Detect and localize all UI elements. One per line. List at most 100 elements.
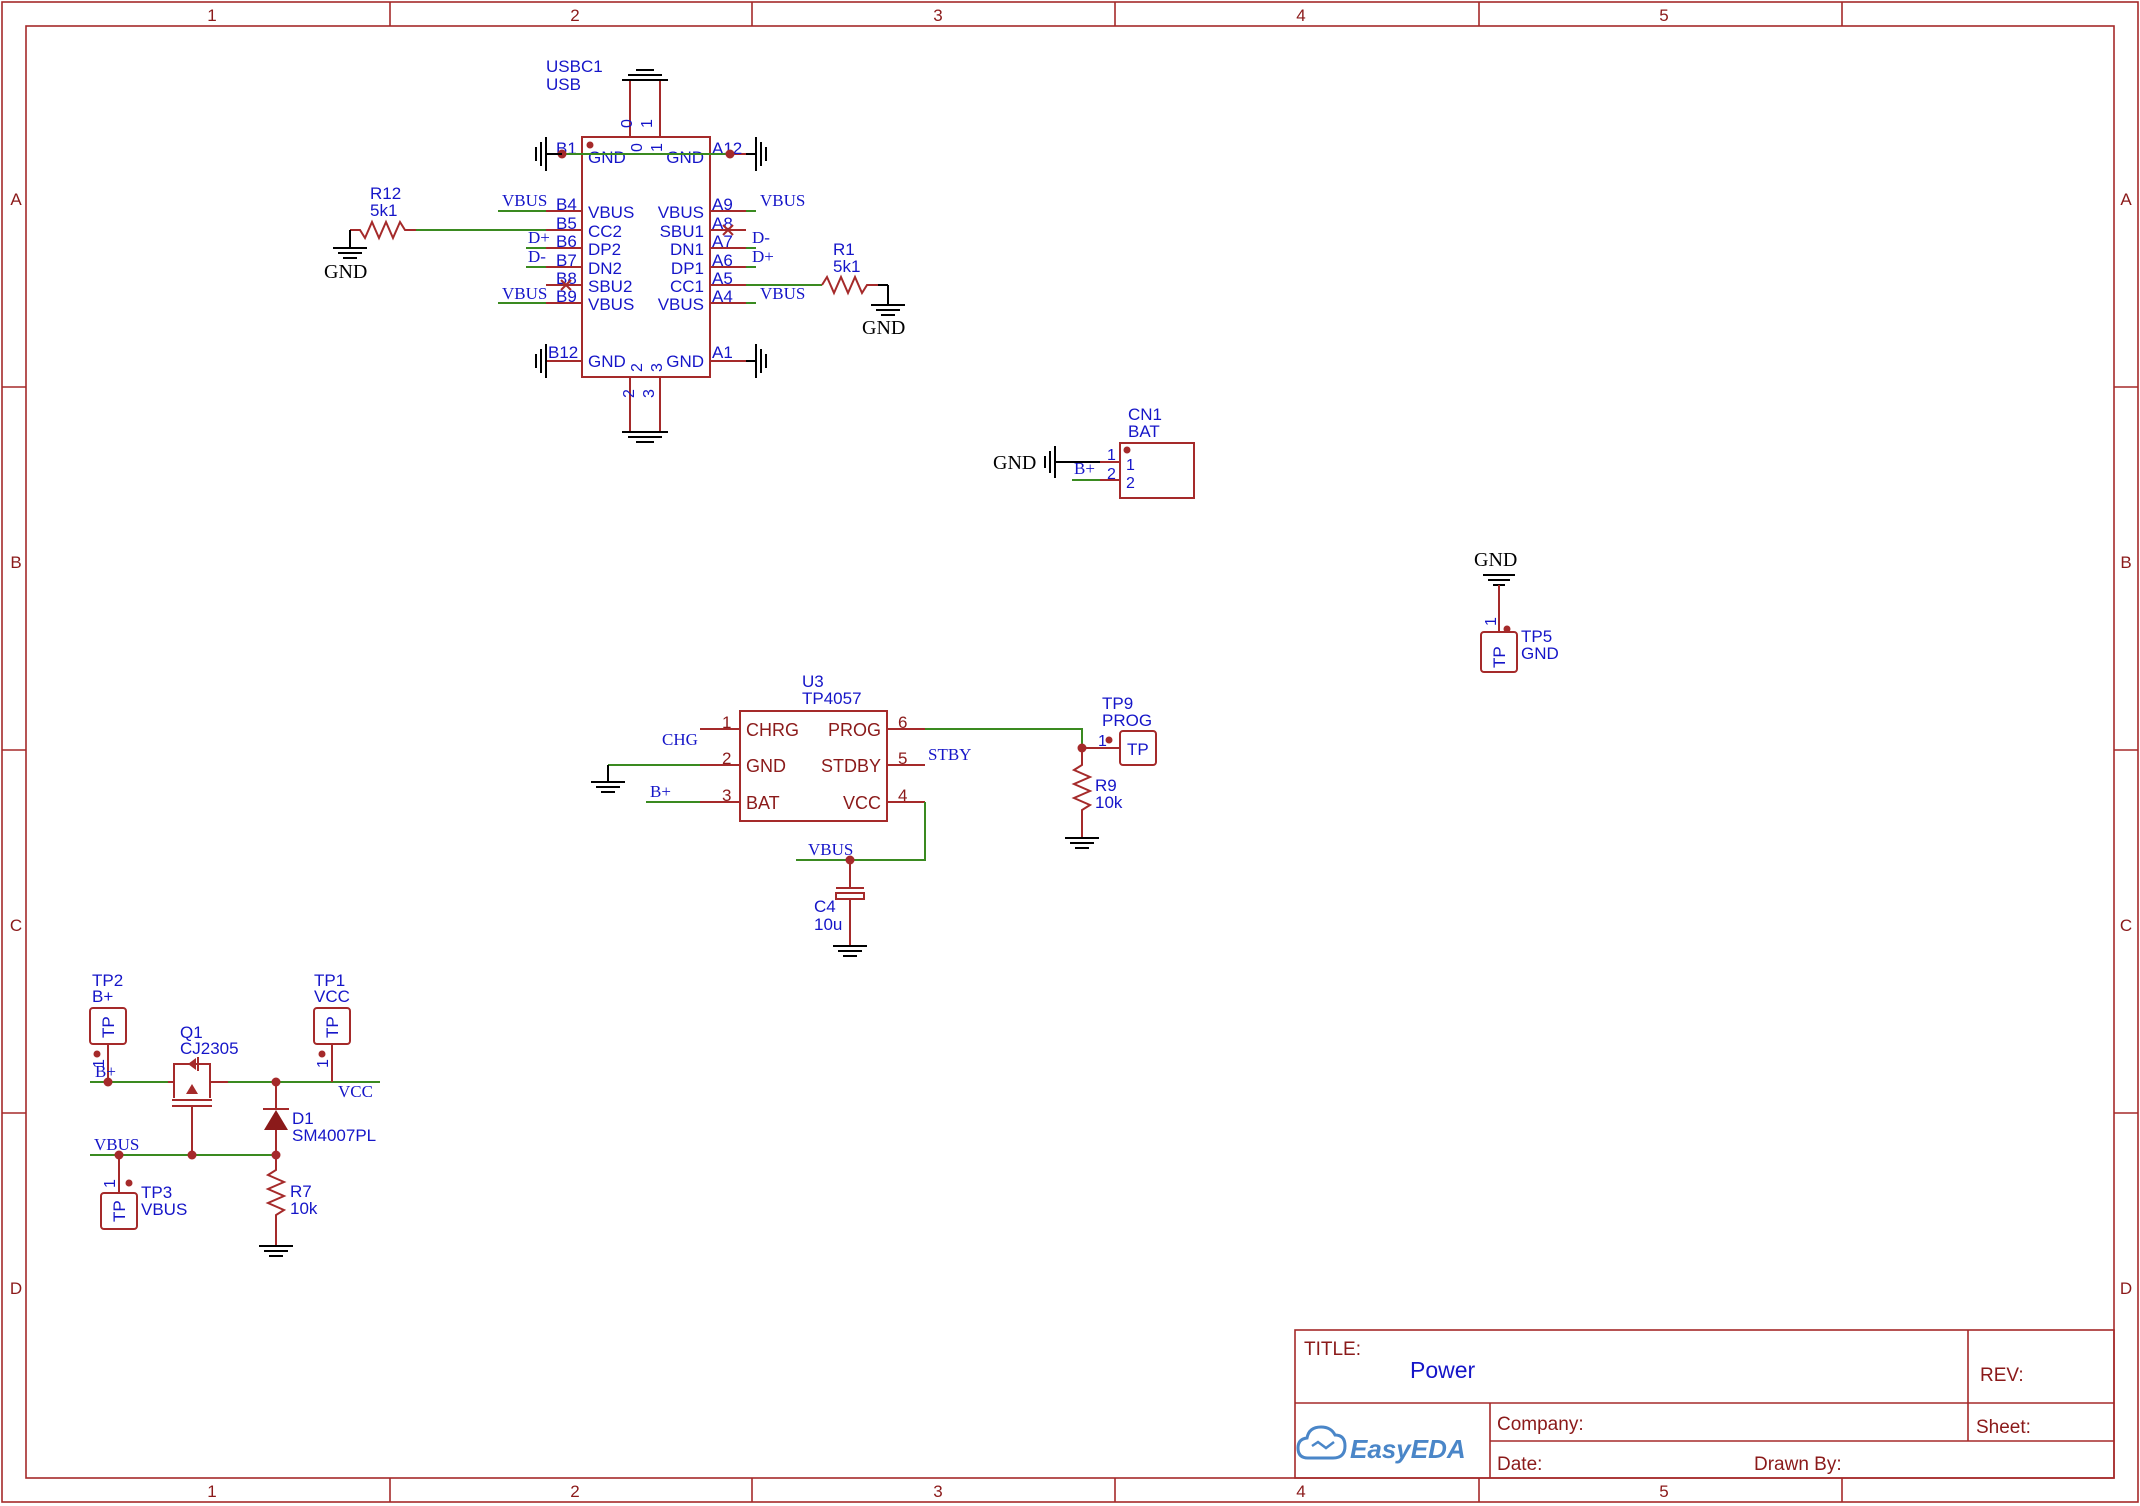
u3-left-name: GND: [746, 756, 786, 776]
tp3-pin: 1: [102, 1179, 119, 1188]
c4-ref: C4: [814, 897, 836, 916]
column-label: 5: [1659, 1482, 1668, 1501]
usbc1-left-name: VBUS: [588, 295, 634, 314]
usbc1-inner-top: 0: [629, 143, 646, 152]
column-label: 3: [933, 1482, 942, 1501]
test-point-tp1[interactable]: TP1 VCC TP 1: [313, 971, 351, 1082]
usbc1-left-name: DP2: [588, 240, 621, 259]
net-label-chg: CHG: [662, 730, 698, 749]
logo-text: EasyEDA: [1350, 1434, 1466, 1464]
rev-label: REV:: [1980, 1365, 2024, 1386]
usbc1-left-name: GND: [588, 148, 626, 167]
row-label: C: [2120, 916, 2132, 935]
usbc1-left-pin: B12: [548, 343, 578, 362]
title-block: TITLE: Power REV: Company: Sheet: Date: …: [1294, 1329, 2115, 1479]
test-point-tp5[interactable]: GND TP 1 TP5 GND: [1474, 549, 1559, 673]
u3-right-name: PROG: [828, 720, 881, 740]
usbc1-value: USB: [546, 75, 581, 94]
net-label-stby: STBY: [928, 745, 971, 764]
column-label: 5: [1659, 6, 1668, 25]
u3-left-pin: 2: [722, 749, 731, 768]
tp1-value: VCC: [314, 987, 350, 1006]
diode-d1[interactable]: D1 SM4007PL: [263, 1082, 376, 1155]
tp9-pin: 1: [1098, 733, 1107, 750]
title-label: TITLE:: [1304, 1339, 1361, 1360]
row-label: A: [10, 190, 22, 209]
net-label-gnd: GND: [862, 317, 905, 339]
charger-ic-u3[interactable]: U3 TP4057 1 2 3 CHRG GND BAT 6 5 4 PROG …: [591, 672, 1083, 865]
usbc1-bottom-pin: 3: [641, 389, 658, 398]
column-label: 3: [933, 6, 942, 25]
net-label-vbus: VBUS: [760, 191, 805, 210]
usbc1-left-pin: B6: [556, 232, 577, 251]
usbc1-left-pin: B4: [556, 195, 577, 214]
c4-value: 10u: [814, 915, 842, 934]
usbc1-right-pin: A9: [712, 195, 733, 214]
usbc1-inner-bottom: 2: [629, 363, 646, 372]
net-label-b-plus: B+: [650, 782, 671, 801]
cn1-ref: CN1: [1128, 405, 1162, 424]
usbc1-left-pin: B9: [556, 287, 577, 306]
test-point-tp2[interactable]: TP2 B+ TP 1 B+: [89, 971, 127, 1082]
row-label: B: [2120, 553, 2131, 572]
usbc1-top-pin: 1: [639, 119, 656, 128]
u3-right-pin: 4: [898, 786, 907, 805]
usbc1-left-name: CC2: [588, 222, 622, 241]
u3-right-name: VCC: [843, 793, 881, 813]
r9-value: 10k: [1095, 793, 1123, 812]
test-point-tp3[interactable]: 1 TP TP3 VBUS: [100, 1155, 187, 1230]
tp9-label: TP: [1127, 740, 1149, 759]
company-label: Company:: [1497, 1414, 1584, 1435]
usbc1-right-name: VBUS: [658, 203, 704, 222]
usbc1-left-name: SBU2: [588, 277, 632, 296]
u3-value: TP4057: [802, 689, 862, 708]
net-label-vbus: VBUS: [94, 1135, 139, 1154]
net-label-vbus: VBUS: [502, 284, 547, 303]
net-label-gnd: GND: [324, 261, 367, 283]
u3-right-pin: 5: [898, 749, 907, 768]
d1-ref: D1: [292, 1109, 314, 1128]
u3-ref: U3: [802, 672, 824, 691]
test-point-tp9[interactable]: TP9 PROG TP 1: [1077, 694, 1157, 766]
tp2-label: TP: [99, 1016, 118, 1038]
usbc1-right-pin: A4: [712, 287, 733, 306]
row-label: D: [10, 1279, 22, 1298]
mosfet-q1[interactable]: Q1 CJ2305: [168, 1023, 239, 1155]
resistor-r12[interactable]: R12 5k1 GND: [324, 184, 416, 283]
u3-right-name: STDBY: [821, 756, 881, 776]
tp3-value: VBUS: [141, 1200, 187, 1219]
q1-value: CJ2305: [180, 1039, 239, 1058]
r7-ref: R7: [290, 1182, 312, 1201]
usbc1-right-pin: A7: [712, 232, 733, 251]
r9-ref: R9: [1095, 776, 1117, 795]
capacitor-c4[interactable]: C4 10u: [814, 860, 867, 957]
tp2-pin: 1: [91, 1059, 108, 1068]
net-label-vbus: VBUS: [808, 840, 853, 859]
u3-body: [739, 710, 888, 822]
resistor-r9[interactable]: R9 10k: [1065, 748, 1123, 849]
cloud-icon: [1296, 1425, 1347, 1460]
usbc1-body: [581, 136, 711, 378]
usbc1-top-pin: 0: [619, 119, 636, 128]
u3-left-pin: 1: [722, 713, 731, 732]
net-label-d-minus: D-: [752, 228, 770, 247]
q1-ref: Q1: [180, 1023, 203, 1042]
column-label: 1: [207, 1482, 216, 1501]
tp2-ref: TP2: [92, 971, 123, 990]
battery-connector-cn1[interactable]: CN1 BAT 1 2 1 2 GND B+: [993, 405, 1195, 499]
usbc1-right-pin: A1: [712, 343, 733, 362]
resistor-r7[interactable]: R7 10k: [259, 1155, 318, 1257]
cn1-pin: 2: [1107, 466, 1116, 483]
tp5-value: GND: [1521, 644, 1559, 663]
tp1-ref: TP1: [314, 971, 345, 990]
tp5-ref: TP5: [1521, 627, 1552, 646]
usbc1-right-name: DN1: [670, 240, 704, 259]
tp3-ref: TP3: [141, 1183, 172, 1202]
resistor-r1[interactable]: R1 5k1 GND: [821, 240, 905, 339]
usbc1-connector[interactable]: USBC1 USB 0 1 0 1 2 3 2 3: [416, 57, 822, 443]
tp5-label: TP: [1490, 646, 1509, 668]
r12-value: 5k1: [370, 201, 397, 220]
tp9-value: PROG: [1102, 711, 1152, 730]
